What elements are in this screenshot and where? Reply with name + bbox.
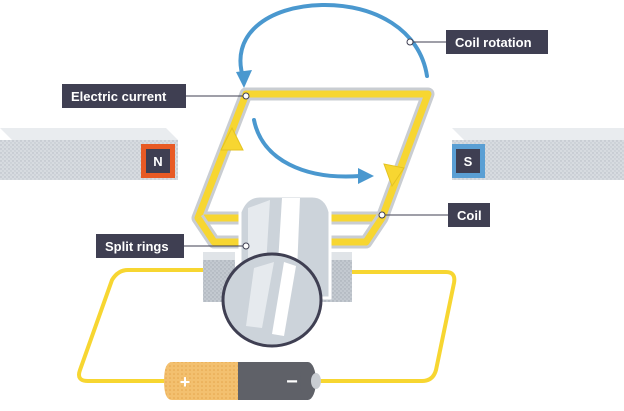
current-arrow-down-icon (383, 163, 405, 188)
battery-positive-symbol: + (180, 372, 191, 392)
wire-left (77, 268, 208, 383)
wire-right (318, 270, 457, 383)
callout-coil-rotation: Coil rotation (406, 30, 548, 54)
label-box (62, 84, 186, 108)
battery: + − (164, 362, 321, 400)
callout-dot (242, 242, 250, 250)
rotation-arc-inner (252, 118, 362, 179)
callout-dot (406, 38, 414, 46)
coil-lead-right (326, 216, 385, 246)
rotation-arc-top (238, 2, 429, 82)
rotation-arrowhead-top-icon (236, 70, 252, 88)
south-pole-badge (456, 149, 480, 173)
callout-coil: Coil (378, 203, 490, 227)
north-pole-label: N (153, 154, 162, 169)
brush-left-top (203, 252, 235, 260)
coil-rotation-label: Coil rotation (455, 35, 532, 50)
label-box (448, 203, 490, 227)
callout-split-rings: Split rings (96, 234, 250, 258)
north-magnet-top (0, 128, 178, 140)
commutator-end-gap (272, 262, 296, 336)
circuit-wire (77, 268, 457, 383)
split-ring-commutator (221, 194, 332, 348)
split-rings-label: Split rings (105, 239, 169, 254)
label-box (446, 30, 548, 54)
rotation-arrowhead-inner-icon (358, 168, 374, 184)
south-pole-label: S (464, 154, 473, 169)
label-box (96, 234, 184, 258)
battery-negative-half (238, 362, 308, 400)
north-magnet: N (0, 128, 178, 180)
north-pole-badge (146, 149, 170, 173)
coil-lead-left (195, 216, 250, 246)
coil-label: Coil (457, 208, 482, 223)
battery-terminal (311, 373, 321, 389)
electric-current-label: Electric current (71, 89, 167, 104)
battery-end (300, 362, 316, 400)
south-magnet-top (452, 128, 624, 140)
callout-dot (242, 92, 250, 100)
battery-negative-symbol: − (286, 371, 298, 393)
commutator-end-shine (246, 262, 274, 328)
brush-right-top (320, 252, 352, 260)
current-arrow-up-icon (220, 126, 244, 151)
callout-electric-current: Electric current (62, 84, 250, 108)
callout-dot (378, 211, 386, 219)
south-magnet: S (452, 128, 624, 180)
battery-positive-half (164, 362, 238, 400)
